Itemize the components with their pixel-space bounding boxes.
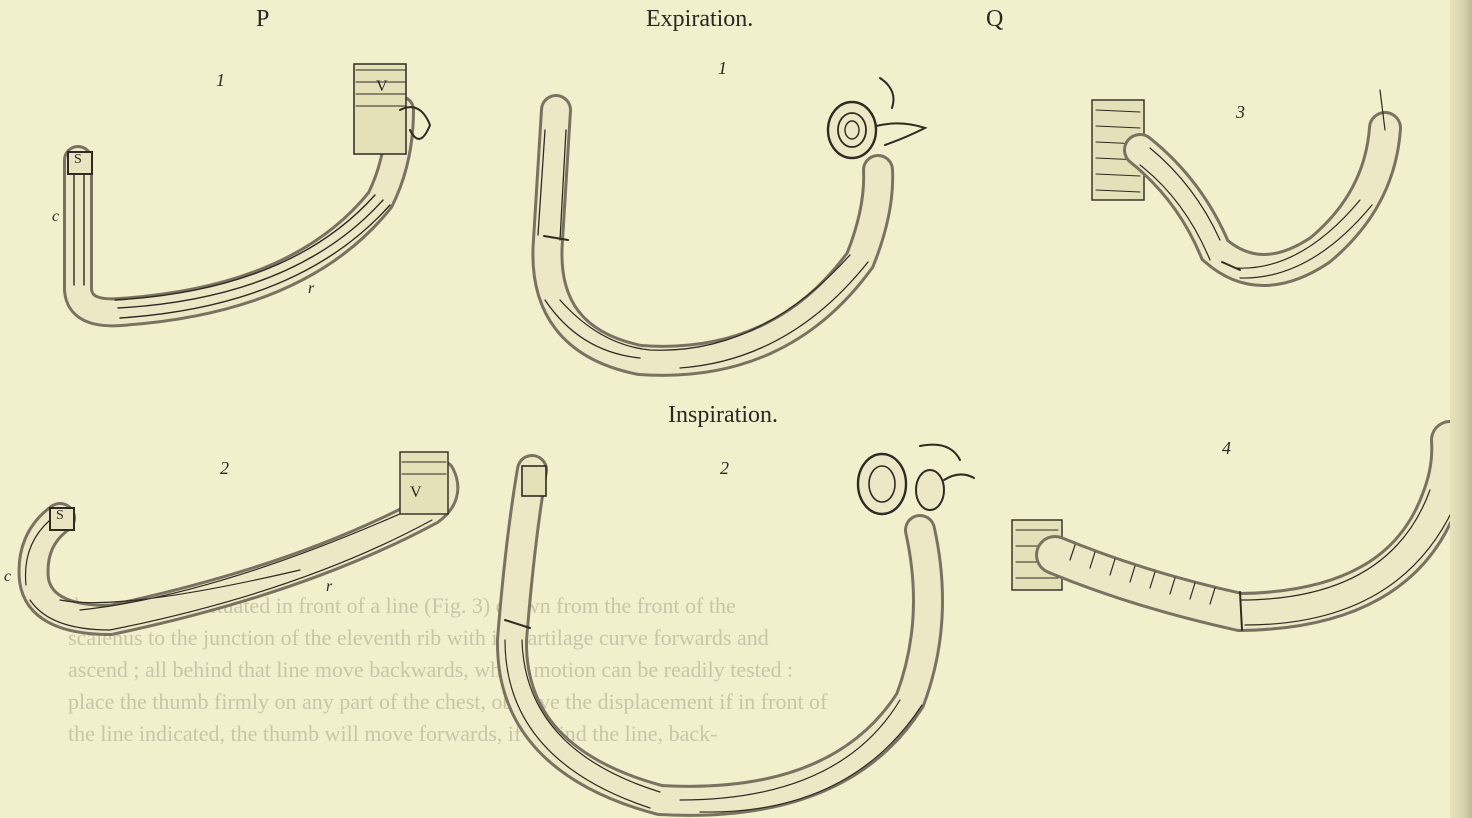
book-spine-shadow — [1450, 0, 1472, 818]
rib-q4-illustration — [1012, 440, 1455, 630]
rib-p2-illustration — [26, 452, 449, 630]
rib-center1-illustration — [538, 78, 925, 368]
figure-number-center2: 2 — [720, 458, 729, 479]
label-v-bottom: V — [410, 484, 422, 502]
label-s-bottom: S — [56, 508, 64, 524]
figure-number-q3: 3 — [1236, 102, 1245, 123]
rib-p1-illustration — [68, 64, 430, 318]
figure-number-center1: 1 — [718, 58, 727, 79]
label-c-top: c — [52, 208, 59, 226]
heading-q: Q — [986, 6, 1003, 33]
label-s-top: S — [74, 152, 82, 168]
label-v-top: V — [376, 78, 388, 96]
figure-number-p1: 1 — [216, 70, 225, 91]
label-r-bottom: r — [326, 578, 332, 596]
figure-number-q4: 4 — [1222, 438, 1231, 459]
heading-expiration: Expiration. — [646, 6, 753, 33]
rib-center2-illustration — [505, 445, 974, 812]
heading-inspiration: Inspiration. — [668, 402, 778, 429]
heading-p: P — [256, 6, 269, 33]
label-c-bottom: c — [4, 568, 11, 586]
figure-number-p2: 2 — [220, 458, 229, 479]
label-r-top: r — [308, 280, 314, 298]
